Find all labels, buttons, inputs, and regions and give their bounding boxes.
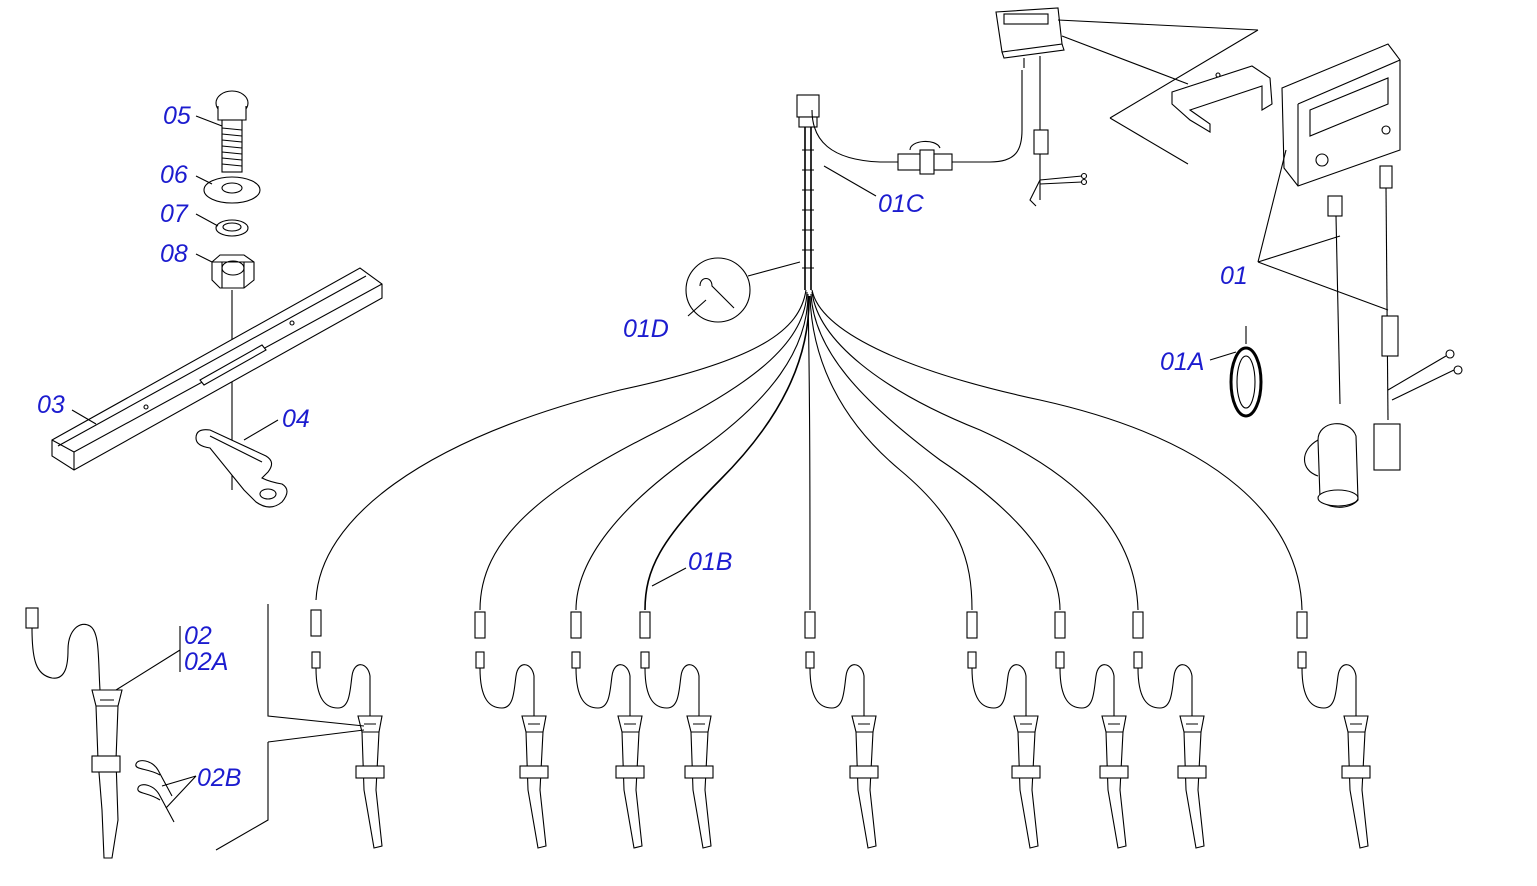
- label-01A: 01A: [1160, 348, 1204, 376]
- small-monitor-unit: [995, 7, 1088, 207]
- seed-sensor-5: [805, 651, 879, 849]
- seed-sensor-6: [967, 651, 1041, 849]
- seed-sensor-3: [571, 651, 645, 849]
- label-02A: 02A: [184, 648, 228, 676]
- extension-cable-01C: [811, 70, 1023, 175]
- clip-02B: [135, 760, 175, 823]
- seed-sensor-4: [640, 651, 714, 849]
- power-cable-01: [1303, 165, 1463, 508]
- seed-sensor-2: [475, 651, 549, 849]
- nut-08: [211, 254, 255, 289]
- label-04: 04: [282, 405, 310, 433]
- mounting-bracket: [1171, 65, 1273, 133]
- detail-callout-lines: [215, 604, 365, 851]
- label-01B: 01B: [688, 548, 732, 576]
- branch-connectors: [310, 609, 1308, 639]
- label-08: 08: [160, 240, 188, 268]
- label-02: 02: [184, 622, 212, 650]
- sensor-02-detail: [25, 607, 123, 859]
- label-01C: 01C: [878, 190, 925, 218]
- label-01D: 01D: [623, 315, 669, 343]
- cable-tie-01A: [1229, 326, 1263, 418]
- sensor-branches-01B: [315, 289, 1303, 611]
- label-01: 01: [1220, 262, 1248, 290]
- label-leaders: [71, 115, 1237, 809]
- seed-sensor-7: [1055, 651, 1129, 849]
- label-06: 06: [160, 161, 188, 189]
- main-monitor-01: [1281, 43, 1401, 187]
- leader-01: [1257, 149, 1389, 311]
- bolt-05: [215, 90, 249, 173]
- seed-sensors-02: [311, 651, 1371, 849]
- label-07: 07: [160, 200, 189, 228]
- main-harness-trunk: [796, 94, 820, 290]
- clamp-bracket-04: [195, 429, 288, 508]
- washer-06: [203, 176, 261, 204]
- seed-sensor-1: [311, 651, 385, 849]
- lock-washer-07: [215, 219, 249, 237]
- label-03: 03: [37, 391, 65, 419]
- label-05: 05: [163, 102, 191, 130]
- mounting-rail-03: [51, 267, 383, 471]
- bracket-leader-lines: [1057, 19, 1259, 165]
- tie-detail-01D: [685, 257, 801, 323]
- label-02B: 02B: [197, 764, 241, 792]
- seed-sensor-8: [1133, 651, 1207, 849]
- seed-sensor-9: [1297, 651, 1371, 849]
